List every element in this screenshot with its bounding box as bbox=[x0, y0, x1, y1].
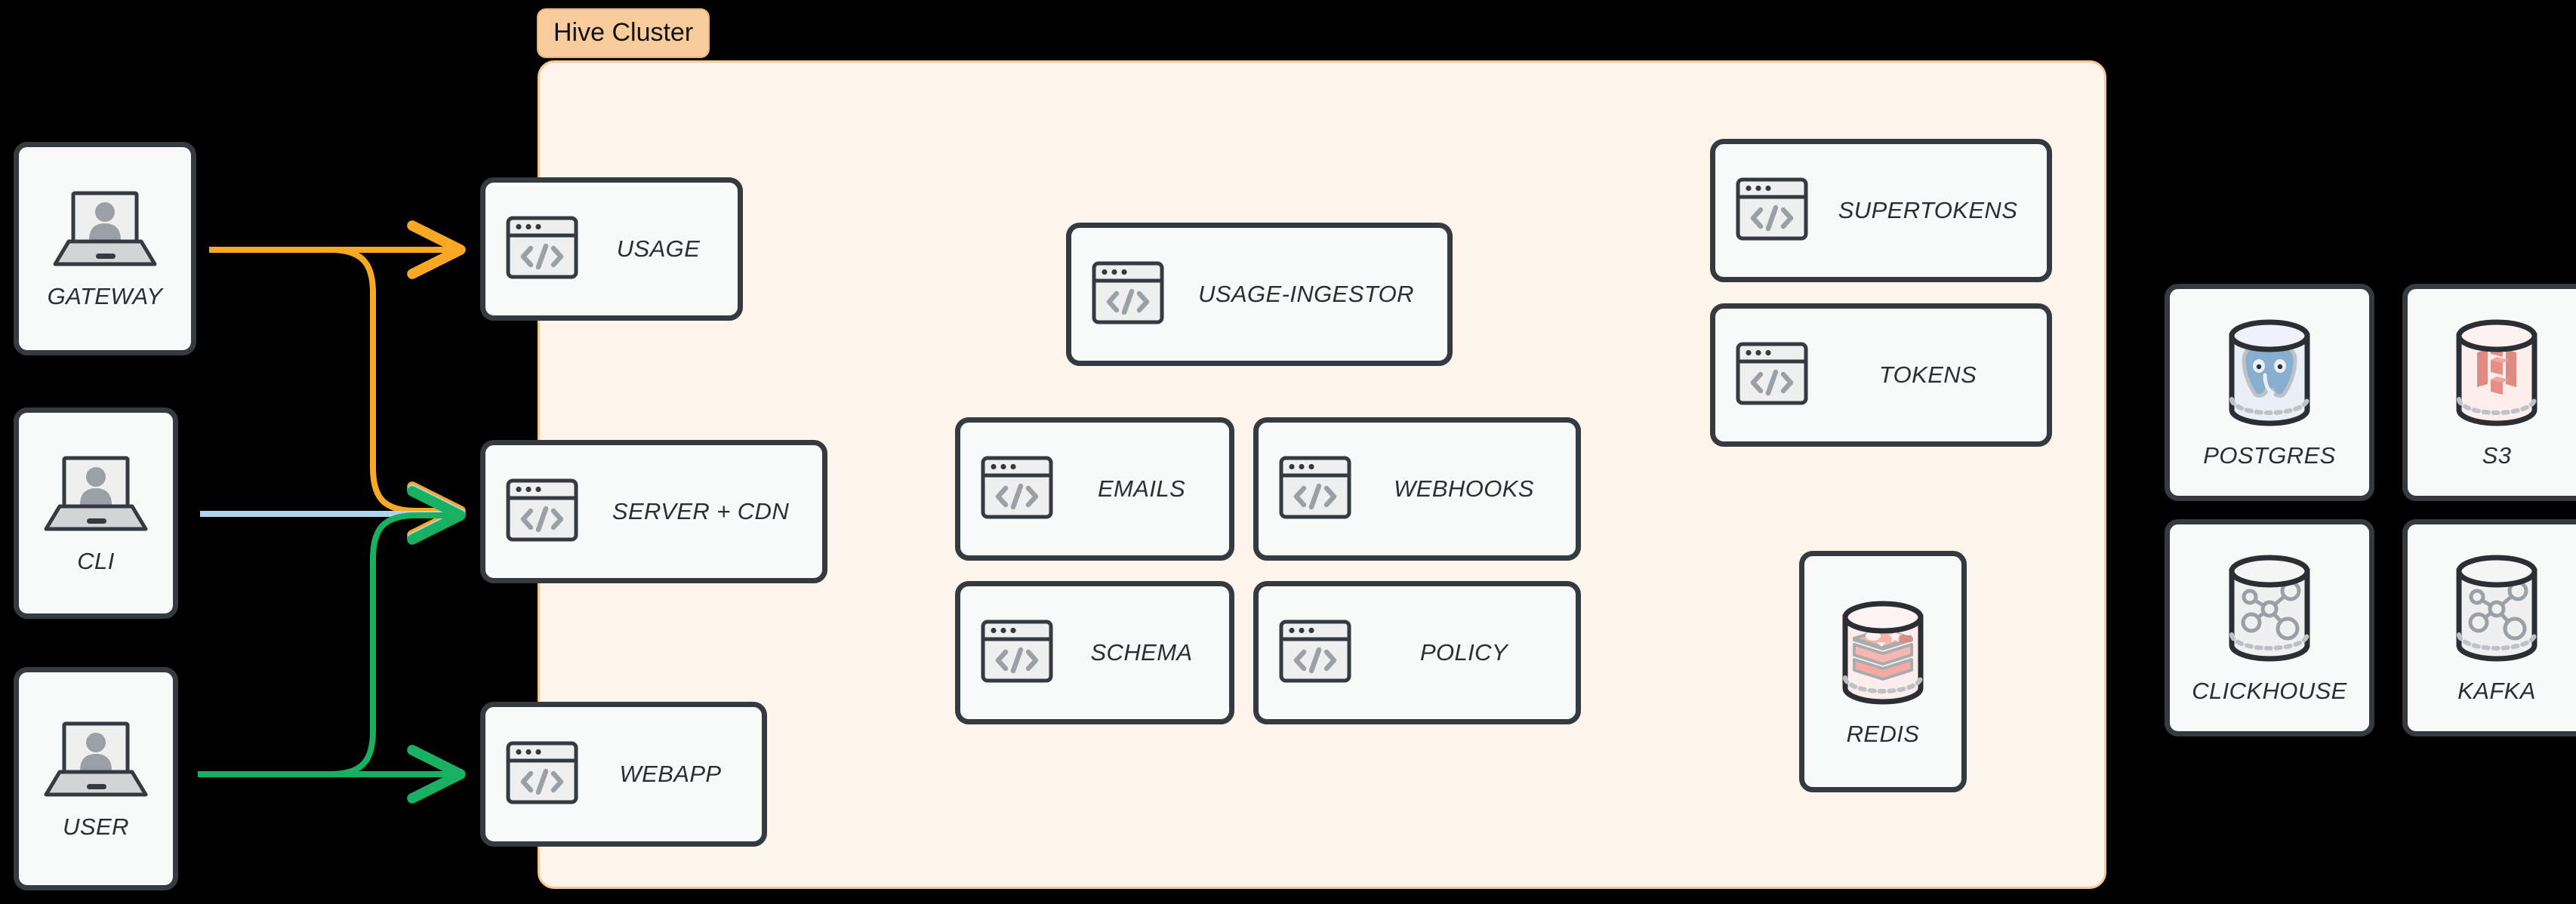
node-label: CLI bbox=[77, 547, 115, 574]
node-usage-ingestor[interactable]: USAGE-INGESTOR bbox=[1066, 223, 1453, 366]
code-window-icon bbox=[1091, 260, 1165, 329]
node-label: USER bbox=[63, 813, 129, 840]
node-kafka[interactable]: KAFKA bbox=[2402, 519, 2576, 736]
node-clickhouse[interactable]: CLICKHOUSE bbox=[2165, 519, 2374, 736]
node-schema[interactable]: SCHEMA bbox=[955, 581, 1234, 724]
node-label: TOKENS bbox=[1878, 361, 1977, 388]
node-label: EMAILS bbox=[1097, 475, 1186, 502]
s3-cylinder-icon bbox=[2444, 316, 2550, 435]
node-label: KAFKA bbox=[2457, 677, 2536, 704]
node-policy[interactable]: POLICY bbox=[1253, 581, 1581, 724]
code-window-icon bbox=[1278, 455, 1352, 524]
node-webhooks[interactable]: WEBHOOKS bbox=[1253, 417, 1581, 561]
node-label: CLICKHOUSE bbox=[2192, 677, 2347, 704]
node-label: REDIS bbox=[1846, 720, 1920, 747]
laptop-user-icon bbox=[40, 452, 152, 540]
node-label: GATEWAY bbox=[47, 283, 163, 309]
node-server-cdn[interactable]: SERVER + CDN bbox=[480, 440, 827, 583]
node-tokens[interactable]: TOKENS bbox=[1710, 303, 2052, 447]
node-label: S3 bbox=[2482, 441, 2512, 469]
node-label: POLICY bbox=[1419, 639, 1508, 666]
edge-gateway-to-server-cdn bbox=[329, 247, 466, 540]
code-window-icon bbox=[505, 740, 579, 809]
node-postgres[interactable]: POSTGRES bbox=[2165, 284, 2374, 501]
node-label: USAGE bbox=[616, 235, 701, 262]
node-usage[interactable]: USAGE bbox=[480, 177, 743, 321]
node-label: WEBHOOKS bbox=[1394, 475, 1534, 502]
node-s3[interactable]: S3 bbox=[2402, 284, 2576, 501]
node-emails[interactable]: EMAILS bbox=[955, 417, 1234, 561]
laptop-user-icon bbox=[40, 718, 152, 806]
node-webapp[interactable]: WEBAPP bbox=[480, 702, 767, 847]
code-window-icon bbox=[505, 215, 579, 284]
laptop-user-icon bbox=[49, 187, 161, 275]
redis-cylinder-icon bbox=[1830, 596, 1936, 713]
node-supertokens[interactable]: SUPERTOKENS bbox=[1710, 139, 2052, 282]
node-label: POSTGRES bbox=[2203, 441, 2336, 469]
code-window-icon bbox=[980, 619, 1054, 687]
node-gateway[interactable]: GATEWAY bbox=[14, 142, 196, 355]
node-label: SERVER + CDN bbox=[612, 498, 790, 524]
node-cli[interactable]: CLI bbox=[14, 407, 178, 619]
generic-cylinder-icon bbox=[2444, 552, 2550, 670]
node-label: SCHEMA bbox=[1090, 639, 1193, 666]
code-window-icon bbox=[1735, 177, 1809, 245]
code-window-icon bbox=[505, 478, 579, 546]
code-window-icon bbox=[980, 455, 1054, 524]
code-window-icon bbox=[1735, 341, 1809, 410]
node-user[interactable]: USER bbox=[14, 667, 178, 890]
postgres-cylinder-icon bbox=[2217, 316, 2322, 435]
edge-user-to-server-cdn bbox=[329, 486, 466, 777]
node-label: USAGE-INGESTOR bbox=[1198, 281, 1414, 307]
hive-cluster-badge: Hive Cluster bbox=[537, 8, 710, 58]
node-label: WEBAPP bbox=[619, 761, 722, 787]
code-window-icon bbox=[1278, 619, 1352, 687]
node-redis[interactable]: REDIS bbox=[1799, 551, 1967, 792]
node-label: SUPERTOKENS bbox=[1838, 197, 2018, 223]
generic-cylinder-icon bbox=[2217, 552, 2322, 670]
